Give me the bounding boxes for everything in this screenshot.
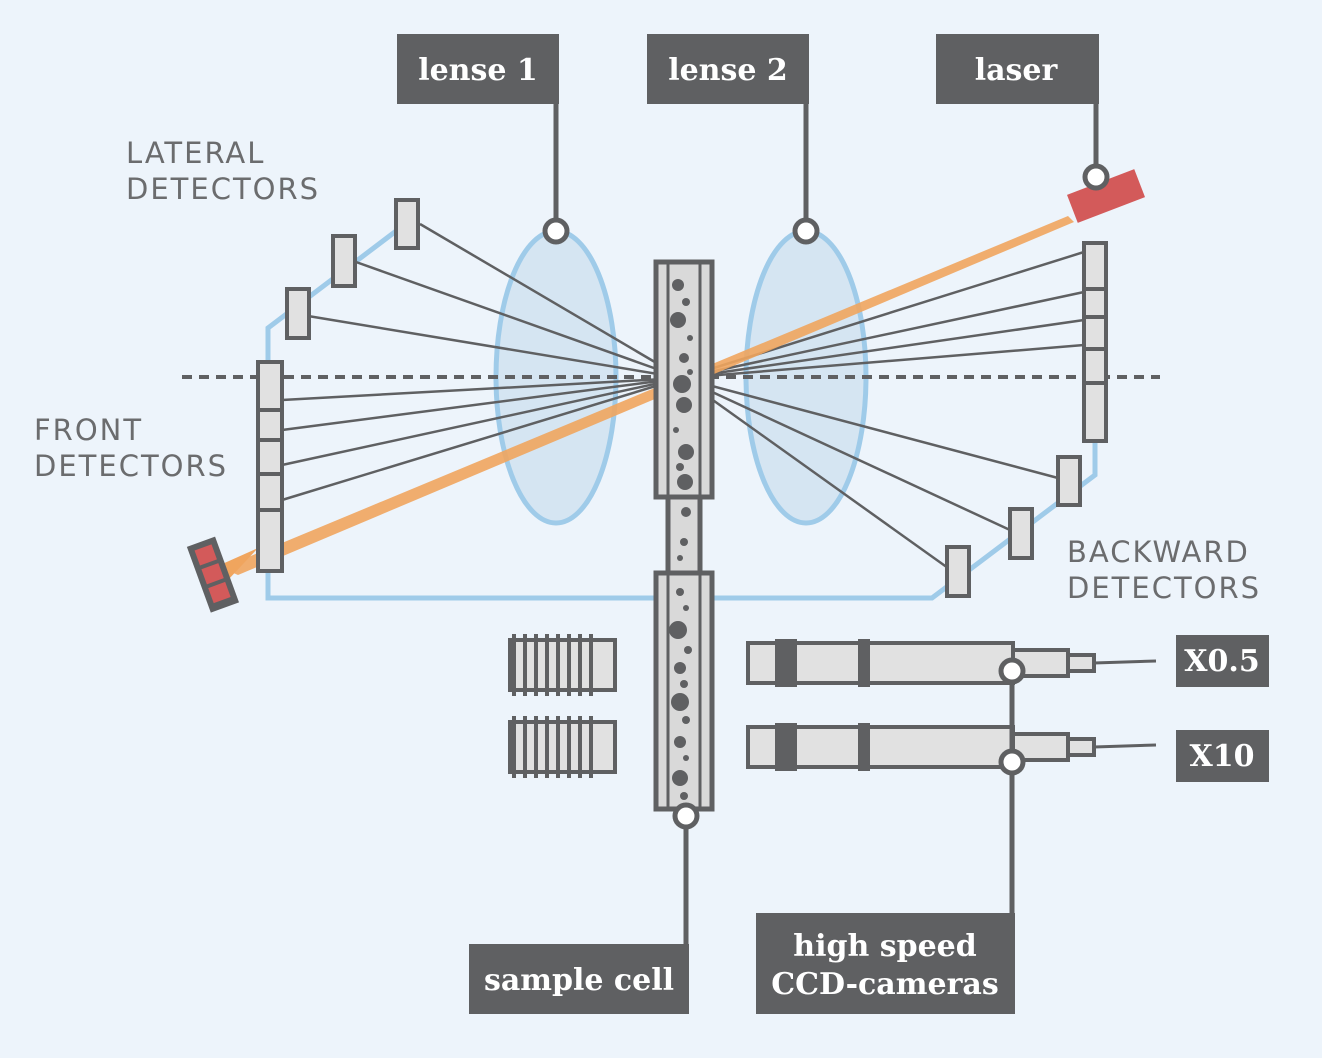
particle	[680, 538, 688, 546]
svg-text:CCD-cameras: CCD-cameras	[771, 967, 998, 1002]
backward-detector	[945, 545, 971, 598]
particle	[676, 588, 684, 596]
caption-lateral-detectors: LATERAL DETECTORS	[126, 136, 320, 206]
particle	[676, 397, 692, 413]
objective-fin	[567, 634, 571, 696]
particle	[687, 369, 693, 375]
objective-lens-lower	[508, 716, 617, 778]
particle	[672, 770, 688, 786]
particle	[682, 298, 690, 306]
objective-fin	[545, 716, 549, 778]
lateral-detector	[331, 234, 357, 288]
front-detector-array	[256, 360, 284, 573]
label-lense1: lense 1	[397, 34, 559, 104]
particle	[677, 474, 693, 490]
particle	[671, 693, 689, 711]
particle	[673, 375, 691, 393]
objective-lens-upper	[508, 634, 617, 696]
backward-detector-array	[1082, 241, 1108, 443]
laser-beam	[222, 216, 1074, 575]
particle	[670, 312, 686, 328]
svg-text:BACKWARD: BACKWARD	[1067, 535, 1250, 569]
svg-text:sample cell: sample cell	[484, 963, 674, 998]
caption-backward-detectors: BACKWARD DETECTORS	[1067, 535, 1261, 605]
svg-text:LATERAL: LATERAL	[126, 136, 265, 170]
particle	[681, 507, 691, 517]
lense2-pin	[792, 217, 820, 245]
objective-fin	[534, 634, 538, 696]
scattering-rays	[281, 222, 1085, 570]
objective-fin	[523, 716, 527, 778]
front-sensor	[186, 536, 240, 613]
svg-text:laser: laser	[975, 53, 1059, 88]
label-lense2: lense 2	[647, 34, 809, 104]
particle	[674, 662, 686, 674]
objective-fin	[545, 634, 549, 696]
lense1-pin	[542, 217, 570, 245]
objective-fin	[512, 634, 516, 696]
particle	[669, 621, 687, 639]
label-laser: laser	[936, 34, 1099, 104]
particle	[679, 353, 689, 363]
objective-fin	[523, 634, 527, 696]
objective-fin	[556, 634, 560, 696]
particle	[673, 427, 679, 433]
label-zoom-x05: X0.5	[1176, 635, 1269, 687]
backward-detector	[1008, 507, 1034, 560]
particle	[687, 335, 693, 341]
objective-fin	[567, 716, 571, 778]
objective-fin	[512, 716, 516, 778]
objective-fin	[589, 634, 593, 696]
particle	[678, 444, 694, 460]
objective-fin	[578, 716, 582, 778]
lateral-detector	[285, 287, 311, 340]
label-sample-cell: sample cell	[469, 944, 689, 1014]
particle	[680, 680, 688, 688]
svg-text:X0.5: X0.5	[1184, 644, 1259, 679]
sample-cell-pin	[672, 802, 700, 830]
svg-text:DETECTORS: DETECTORS	[126, 172, 320, 206]
camera-lower-pin	[998, 748, 1026, 776]
particles	[669, 279, 694, 800]
svg-text:X10: X10	[1189, 739, 1254, 774]
camera-upper-pin	[998, 657, 1026, 685]
lateral-detector	[394, 198, 420, 250]
caption-front-detectors: FRONT DETECTORS	[34, 413, 228, 483]
particle	[677, 555, 683, 561]
label-high-speed-cameras: high speed CCD-cameras	[756, 913, 1015, 1014]
objective-fin	[556, 716, 560, 778]
camera-upper	[746, 639, 1157, 687]
svg-text:lense 2: lense 2	[668, 53, 788, 88]
objective-fin	[589, 716, 593, 778]
particle	[684, 646, 692, 654]
particle	[683, 605, 689, 611]
svg-text:DETECTORS: DETECTORS	[1067, 571, 1261, 605]
svg-text:FRONT: FRONT	[34, 413, 143, 447]
particle	[682, 716, 690, 724]
particle	[683, 755, 689, 761]
label-zoom-x10: X10	[1176, 730, 1269, 782]
backward-detector	[1056, 455, 1082, 507]
particle	[672, 279, 684, 291]
svg-text:DETECTORS: DETECTORS	[34, 449, 228, 483]
particle	[674, 736, 686, 748]
objective-fin	[534, 716, 538, 778]
svg-text:high speed: high speed	[793, 929, 976, 964]
sample-cell	[653, 259, 715, 812]
laser-source	[1067, 169, 1145, 223]
particle	[676, 463, 684, 471]
laser-pin	[1082, 163, 1110, 191]
particle	[680, 792, 688, 800]
camera-lower	[746, 723, 1157, 771]
objective-fin	[578, 634, 582, 696]
svg-text:lense 1: lense 1	[418, 53, 538, 88]
laser-beam-tail	[220, 548, 258, 580]
